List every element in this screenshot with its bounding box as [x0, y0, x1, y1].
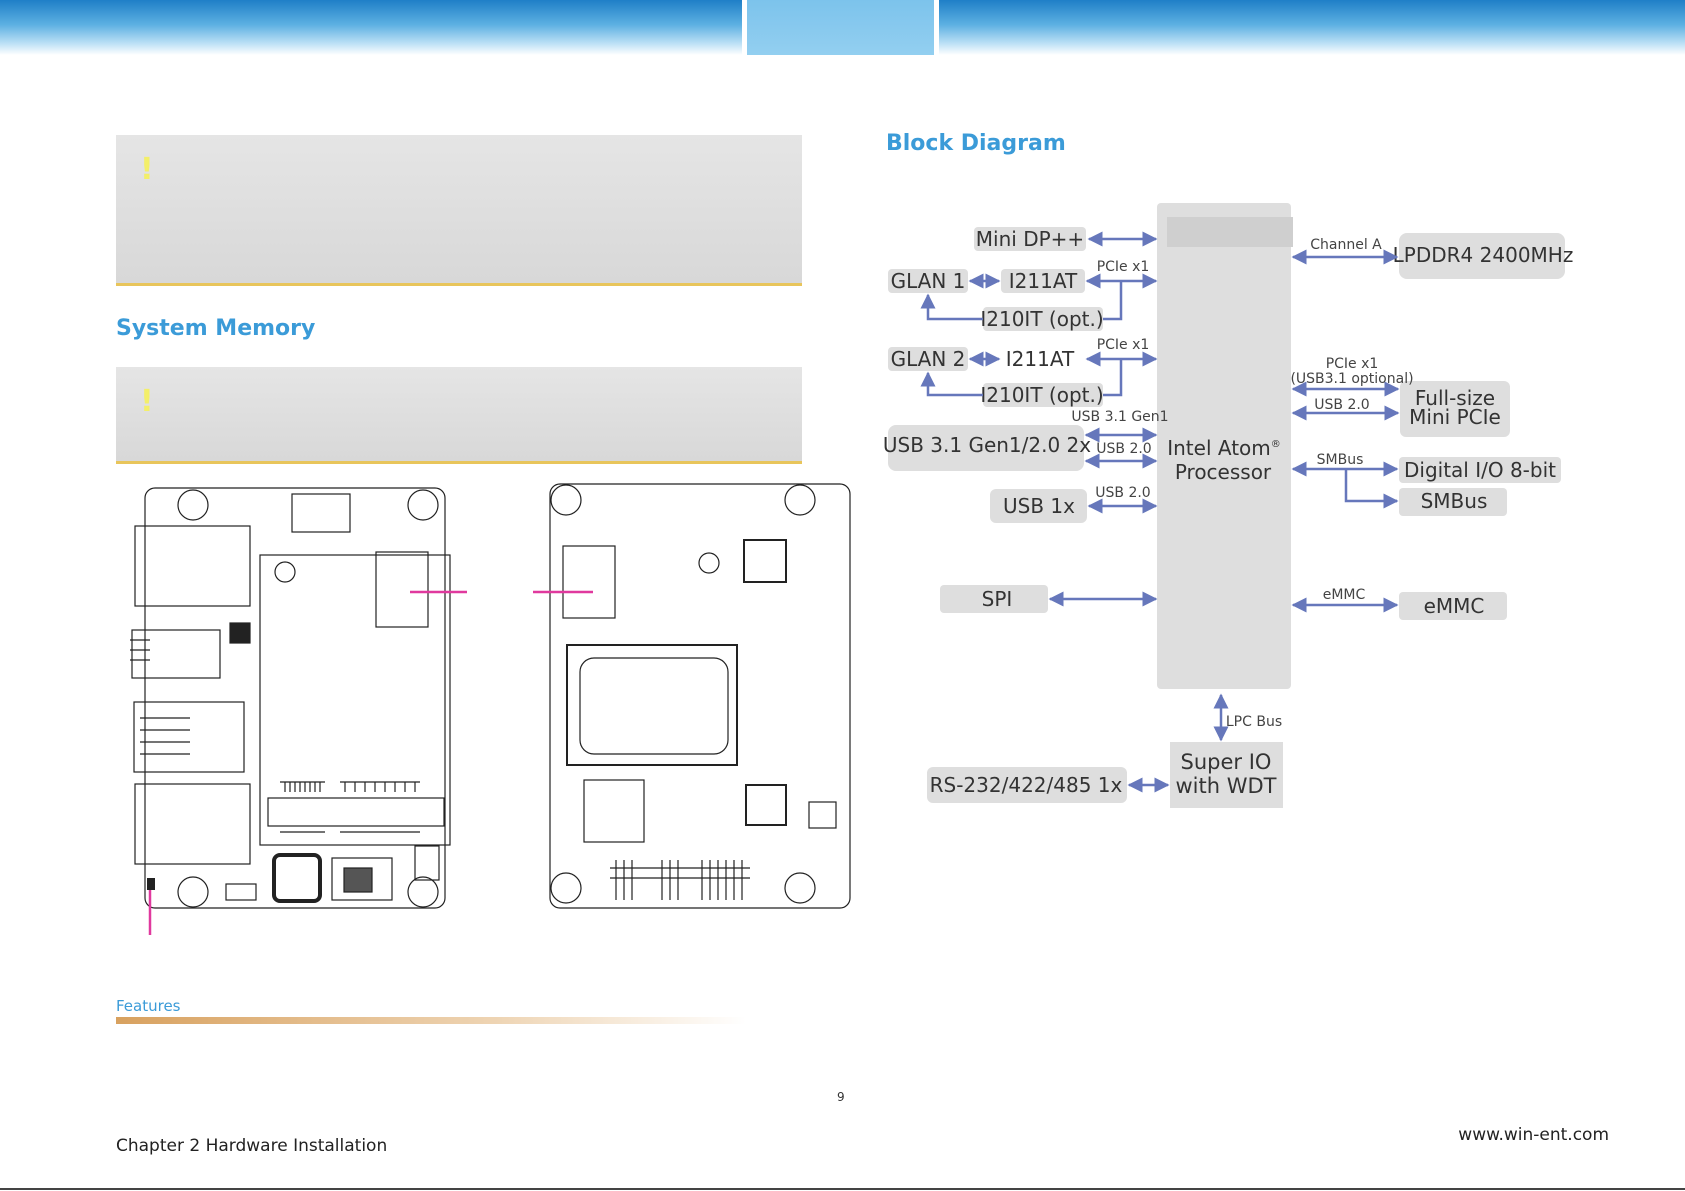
ic-chip — [743, 539, 787, 583]
mounting-hole — [784, 484, 816, 516]
bus-label-usb20-a: USB 2.0 — [1096, 441, 1151, 457]
website-url[interactable]: www.win-ent.com — [1458, 1125, 1609, 1145]
glan1-block — [888, 269, 968, 293]
minidp-connector — [131, 629, 221, 679]
dio-block — [1399, 457, 1561, 483]
i210it-2-label: I210IT (opt.) — [980, 383, 1103, 407]
power-connector — [291, 493, 351, 533]
super-io-line1: Super IO — [1181, 750, 1272, 774]
caution-note-2: ! — [116, 367, 802, 464]
cpu-label-line1: Intel Atom® — [1167, 436, 1281, 460]
exclamation-icon: ! — [140, 384, 154, 419]
mounting-hole — [550, 872, 582, 904]
caution-note-1: ! — [116, 135, 802, 286]
minipcie-block — [1400, 381, 1510, 437]
dio-label: Digital I/O 8-bit — [1404, 458, 1556, 482]
system-memory-heading: System Memory — [116, 316, 316, 341]
exclamation-icon: ! — [140, 152, 154, 187]
cpu-heatspreader — [566, 644, 738, 766]
i211at-1-label: I211AT — [1009, 269, 1078, 293]
glan2-label: GLAN 2 — [891, 347, 966, 371]
emmc-label: eMMC — [1424, 594, 1485, 618]
board-back-outline — [549, 483, 851, 909]
minidp-block — [974, 227, 1086, 251]
mounting-hole — [407, 876, 439, 908]
smbus-block — [1399, 488, 1507, 516]
lpddr4-label: LPDDR4 2400MHz — [1393, 243, 1574, 267]
block-diagram: Intel Atom® Processor Super IO with WDT … — [883, 203, 1574, 808]
header-banner-tab — [747, 0, 934, 55]
lpddr4-block — [1399, 233, 1565, 279]
mounting-hole — [407, 489, 439, 521]
i210it-1-block — [983, 307, 1103, 331]
i211at-2-label: I211AT — [1006, 347, 1075, 371]
super-io-line2: with WDT — [1176, 774, 1277, 798]
mounting-hole — [177, 489, 209, 521]
lan-port-1 — [134, 525, 251, 607]
i211at-1-block — [1001, 269, 1085, 293]
ic-chip — [583, 779, 645, 843]
usb31-label: USB 3.1 Gen1/2.0 2x — [883, 433, 1091, 457]
bus-label-usb20-b: USB 2.0 — [1095, 485, 1150, 501]
i210it-1-label: I210IT (opt.) — [980, 307, 1103, 331]
minipcie-label-1: Full-size — [1415, 386, 1495, 410]
usb31-block — [888, 425, 1084, 471]
usb1x-block — [990, 489, 1087, 523]
bus-label-emmc: eMMC — [1323, 587, 1366, 603]
bottom-divider — [0, 1188, 1685, 1190]
header-banner-left — [0, 0, 742, 55]
block-diagram-heading: Block Diagram — [886, 131, 1066, 156]
bus-label-usb20-right: USB 2.0 — [1314, 397, 1369, 413]
emmc-block — [1399, 592, 1507, 620]
minipcie-label-2: Mini PCIe — [1409, 405, 1501, 429]
lan-port-2 — [134, 783, 251, 865]
bus-label-lpc: LPC Bus — [1226, 714, 1282, 730]
minipcie-socket — [259, 554, 451, 846]
usb1x-label: USB 1x — [1003, 494, 1075, 518]
rs232-label: RS-232/422/485 1x — [930, 773, 1123, 797]
super-io-block — [1170, 742, 1283, 808]
ic-chip — [745, 784, 787, 826]
memory-chip — [562, 545, 616, 619]
bus-label-pcie-right: PCIe x1 — [1326, 356, 1379, 372]
minidp-label: Mini DP++ — [976, 227, 1084, 251]
bus-label-smbus: SMBus — [1317, 452, 1364, 468]
mounting-hole — [784, 872, 816, 904]
board-illustrations — [130, 483, 851, 935]
smbus-dev-label: SMBus — [1421, 489, 1488, 513]
spi-block — [940, 585, 1048, 613]
cpu-block — [1157, 203, 1291, 689]
cpu-label-line2: Processor — [1175, 460, 1272, 484]
page-number: 9 — [837, 1090, 845, 1104]
spi-label: SPI — [982, 587, 1013, 611]
bus-label-pcie2: PCIe x1 — [1097, 337, 1150, 353]
i210it-2-block — [983, 383, 1103, 407]
bus-label-usb31gen1: USB 3.1 Gen1 — [1071, 409, 1168, 425]
glan1-label: GLAN 1 — [891, 269, 966, 293]
glan2-block — [888, 347, 968, 371]
bus-label-channel-a: Channel A — [1310, 237, 1382, 253]
bus-label-pcie1: PCIe x1 — [1097, 259, 1150, 275]
usb-connector — [133, 701, 245, 773]
mounting-hole — [550, 484, 582, 516]
chapter-title: Chapter 2 Hardware Installation — [116, 1136, 388, 1156]
board-front-outline — [144, 487, 446, 909]
footer-accent-bar — [116, 1017, 746, 1024]
footer-section-label: Features — [116, 997, 181, 1015]
mounting-hole — [177, 876, 209, 908]
bus-label-pcie-right-opt: (USB3.1 optional) — [1290, 371, 1413, 387]
header-banner-right — [939, 0, 1685, 55]
rs232-block — [927, 767, 1127, 803]
